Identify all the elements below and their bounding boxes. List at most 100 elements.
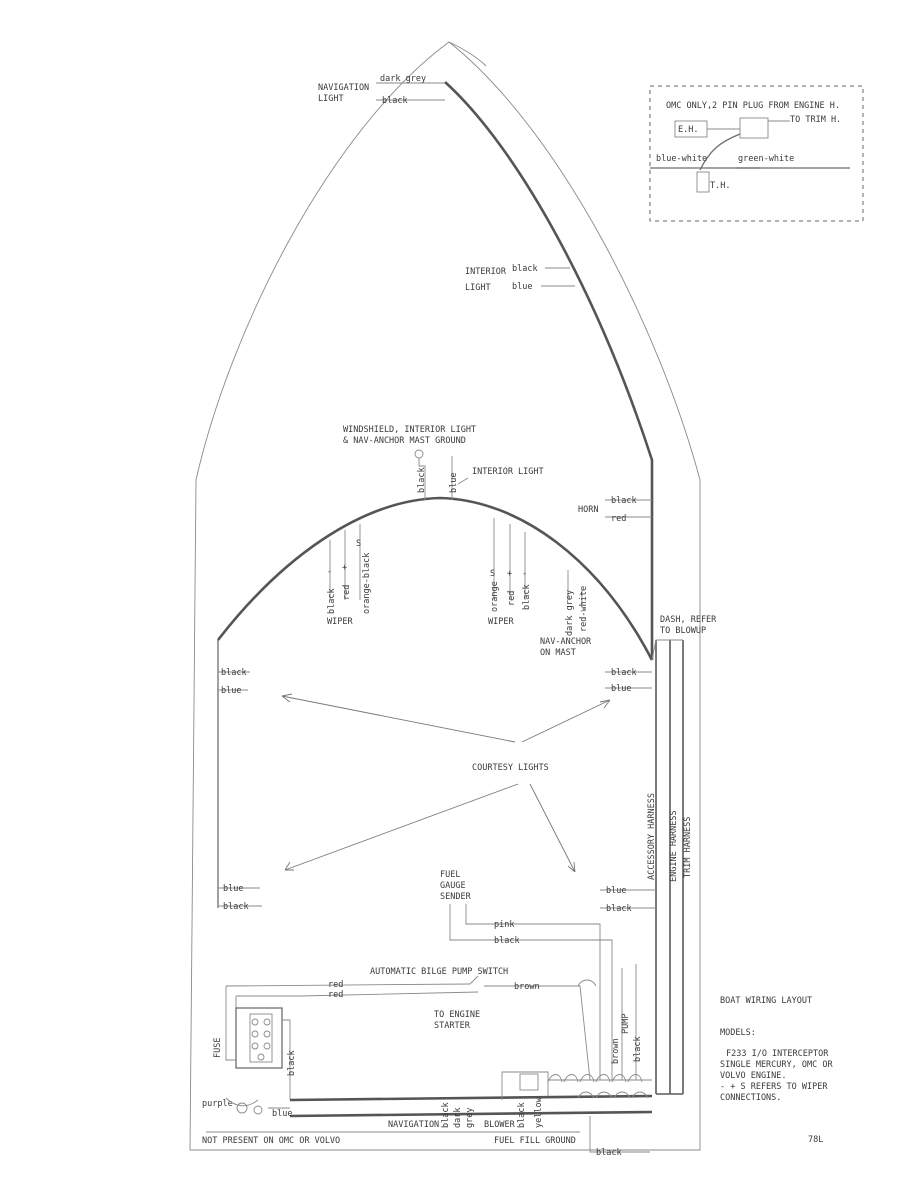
nav-anchor-wire-2: red-white xyxy=(579,586,589,632)
blower-wire-1: black xyxy=(517,1102,527,1128)
windshield-wire-blue: blue xyxy=(449,473,459,493)
nav-anchor-wiring: dark grey red-white NAV-ANCHOR ON MAST xyxy=(540,570,592,658)
nav-wire-3: grey xyxy=(465,1108,475,1128)
navigation-label: NAVIGATION xyxy=(388,1120,439,1130)
left-wiper-wire-3: orange-black xyxy=(362,553,372,614)
harness-accessory: ACCESSORY HARNESS xyxy=(647,793,657,880)
pump-wire-2: black xyxy=(633,1036,643,1062)
courtesy-rt-1: black xyxy=(611,668,637,678)
bilge-pump-switch: AUTOMATIC BILGE PUMP SWITCH red red brow… xyxy=(225,967,597,1081)
notes-models: MODELS: xyxy=(720,1028,756,1038)
courtesy-lights: black blue black blue blue black blue bl… xyxy=(218,668,656,914)
diagram-notes: BOAT WIRING LAYOUT MODELS: F233 I/O INTE… xyxy=(720,996,833,1145)
horn-wire-2: red xyxy=(611,514,626,524)
courtesy-lb-1: blue xyxy=(223,884,243,894)
bow-interior-light: INTERIOR LIGHT black blue xyxy=(465,264,575,293)
dash-line-1: DASH, REFER xyxy=(660,615,717,625)
courtesy-lb-2: black xyxy=(223,902,249,912)
left-wiper-wire-2: red xyxy=(342,585,352,600)
bow-interior-wire-2: blue xyxy=(512,282,532,292)
courtesy-rt-2: blue xyxy=(611,684,631,694)
right-wiper-label: WIPER xyxy=(488,617,514,627)
fuse-block: FUSE xyxy=(213,986,291,1100)
fuse-label: FUSE xyxy=(213,1038,223,1058)
bilge-red-2: red xyxy=(328,990,343,1000)
windshield-line-2: & NAV-ANCHOR MAST GROUND xyxy=(343,436,466,446)
fuel-wire-2: black xyxy=(494,936,520,946)
horn-wire-1: black xyxy=(611,496,637,506)
page-number: 78L xyxy=(808,1135,823,1145)
right-wiper-wiring: S + - orange red black WIPER xyxy=(488,518,532,627)
nav-wire-1: black xyxy=(441,1102,451,1128)
stern-wiring: black purple blue NOT PRESENT ON OMC OR … xyxy=(202,1050,683,1158)
bilge-switch-label: AUTOMATIC BILGE PUMP SWITCH xyxy=(370,967,508,977)
left-wiper-mark-3: S xyxy=(356,539,361,549)
omc-wire-right: green-white xyxy=(738,154,794,164)
stern-black: black xyxy=(287,1050,297,1076)
courtesy-lt-2: blue xyxy=(221,686,241,696)
navigation-light-wiring: NAVIGATION LIGHT dark grey black xyxy=(318,74,654,660)
bow-interior-label-2: LIGHT xyxy=(465,283,491,293)
left-wiper-wire-1: black xyxy=(327,588,337,614)
horn-label: HORN xyxy=(578,505,598,515)
bow-interior-wire-1: black xyxy=(512,264,538,274)
right-wiper-wire-1: orange xyxy=(490,581,500,612)
notes-line-2: SINGLE MERCURY, OMC OR xyxy=(720,1060,833,1070)
blower-wire-2: yellow xyxy=(534,1096,544,1128)
pump-label: PUMP xyxy=(621,1014,631,1034)
courtesy-label: COURTESY LIGHTS xyxy=(472,763,549,773)
nav-anchor-wire-1: dark grey xyxy=(565,590,575,636)
blower-label: BLOWER xyxy=(484,1120,516,1130)
omc-line-2: TO TRIM H. xyxy=(790,115,841,125)
left-wiper-mark-1: - xyxy=(327,567,332,577)
nav-light-label-2: LIGHT xyxy=(318,94,344,104)
starter-2: STARTER xyxy=(434,1021,471,1031)
stern-purple: purple xyxy=(202,1099,233,1109)
bow-interior-label-1: INTERIOR xyxy=(465,267,507,277)
nav-light-wire-1: dark grey xyxy=(380,74,426,84)
windshield-line-1: WINDSHIELD, INTERIOR LIGHT xyxy=(343,425,476,435)
bilge-red-1: red xyxy=(328,980,343,990)
starter-1: TO ENGINE xyxy=(434,1010,480,1020)
harness-engine: ENGINE HARNESS xyxy=(669,810,679,882)
fuel-gauge: FUEL GAUGE SENDER pink black xyxy=(440,870,613,1080)
omc-th: T.H. xyxy=(710,181,730,191)
bilge-brown: brown xyxy=(514,982,540,992)
pump-wire-1: brown xyxy=(611,1038,621,1064)
horn-wiring: HORN black red xyxy=(578,496,652,524)
stern-blue: blue xyxy=(272,1109,292,1119)
notes-line-5: CONNECTIONS. xyxy=(720,1093,781,1103)
notes-line-3: VOLVO ENGINE. xyxy=(720,1071,787,1081)
windshield-wire-black: black xyxy=(417,467,427,493)
notes-line-4: - + S REFERS TO WIPER xyxy=(720,1082,828,1092)
windshield-wiring: WINDSHIELD, INTERIOR LIGHT & NAV-ANCHOR … xyxy=(216,425,654,908)
right-wiper-wire-2: red xyxy=(507,591,517,606)
omc-wire-left: blue-white xyxy=(656,154,707,164)
nav-anchor-label-1: NAV-ANCHOR xyxy=(540,637,592,647)
right-wiper-mark-1: S xyxy=(490,569,495,579)
dash-line-2: TO BLOWUP xyxy=(660,626,706,636)
right-wiper-mark-3: - xyxy=(522,569,527,579)
fuel-line-2: GAUGE xyxy=(440,881,466,891)
right-wiper-wire-3: black xyxy=(522,584,532,610)
pump-wiring: brown PUMP black xyxy=(611,964,643,1080)
nav-light-wire-2: black xyxy=(382,96,408,106)
left-wiper-wiring: - + S black red orange-black WIPER xyxy=(327,524,372,627)
left-wiper-label: WIPER xyxy=(327,617,353,627)
harness-trim: TRIM HARNESS xyxy=(683,817,693,878)
bottom-black: black xyxy=(596,1148,622,1158)
nav-anchor-label-2: ON MAST xyxy=(540,648,576,658)
omc-eh: E.H. xyxy=(678,125,698,135)
fuel-line-1: FUEL xyxy=(440,870,460,880)
dash-reference: DASH, REFER TO BLOWUP xyxy=(660,615,717,636)
fuel-line-3: SENDER xyxy=(440,892,472,902)
nav-wire-2: dark xyxy=(453,1108,463,1128)
courtesy-rb-1: blue xyxy=(606,886,626,896)
interior-light-label: INTERIOR LIGHT xyxy=(472,467,544,477)
courtesy-lt-1: black xyxy=(221,668,247,678)
fuel-wire-1: pink xyxy=(494,920,514,930)
omc-plug-box: OMC ONLY,2 PIN PLUG FROM ENGINE H. TO TR… xyxy=(649,85,864,222)
not-present: NOT PRESENT ON OMC OR VOLVO xyxy=(202,1136,340,1146)
fuel-fill: FUEL FILL GROUND xyxy=(494,1136,576,1146)
